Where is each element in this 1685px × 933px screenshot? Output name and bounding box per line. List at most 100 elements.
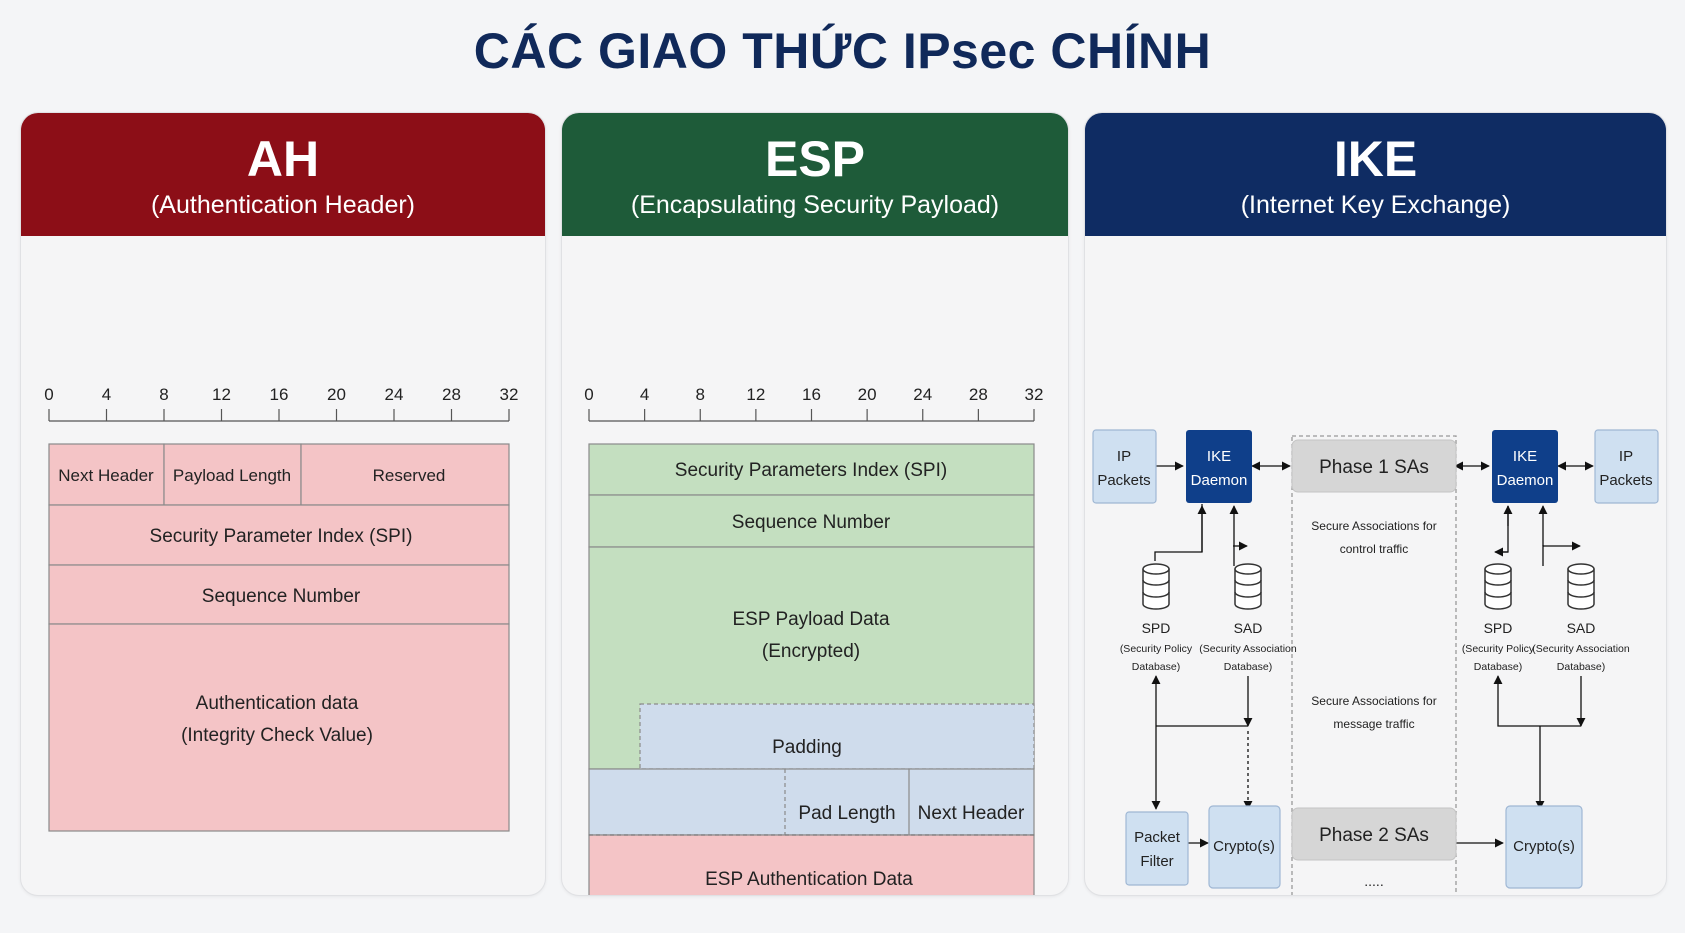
ah-next-header-label: Next Header: [58, 466, 154, 485]
esp-ruler-label: 20: [858, 385, 877, 404]
esp-pad-length-label: Pad Length: [798, 803, 895, 824]
esp-ruler-label: 12: [746, 385, 765, 404]
message-traffic-line2: message traffic: [1333, 717, 1414, 731]
ip-packets-right-line1: IP: [1619, 448, 1633, 465]
message-traffic-line1: Secure Associations for: [1311, 694, 1436, 708]
esp-spi-field: [588, 443, 1035, 496]
ah-ruler-label: 28: [442, 385, 461, 404]
ah-ruler-label: 24: [385, 385, 404, 404]
packet-filter-box: [1125, 811, 1189, 886]
ike-daemon-right-line1: IKE: [1513, 448, 1537, 465]
crypto-right-box: [1505, 805, 1583, 889]
esp-auth-label: ESP Authentication Data: [705, 869, 913, 890]
sad-left-desc2: Database): [1224, 661, 1272, 673]
sad-right-desc1: (Security Association: [1532, 643, 1630, 655]
esp-payload-label-line2: (Encrypted): [762, 641, 860, 662]
ah-sequence-field: [48, 564, 510, 625]
spd-left-desc1: (Security Policy: [1120, 643, 1193, 655]
ah-payload-length-field: [163, 443, 302, 506]
ike-connectors: [1151, 461, 1594, 848]
spd-right-desc2: Database): [1474, 661, 1522, 673]
ah-ruler-label: 4: [102, 385, 111, 404]
sad-left-database-icon: [1234, 563, 1262, 610]
spd-left-desc2: Database): [1132, 661, 1180, 673]
esp-auth-field: [588, 834, 1035, 895]
esp-trailer-row: [588, 768, 1035, 836]
ah-ruler-label: 12: [212, 385, 231, 404]
ike-daemon-left-line1: IKE: [1207, 448, 1231, 465]
control-traffic-line2: control traffic: [1340, 542, 1408, 556]
packet-filter-line1: Packet: [1134, 829, 1181, 846]
esp-ruler-label: 4: [640, 385, 649, 404]
esp-next-header-label: Next Header: [918, 803, 1025, 824]
ike-architecture-diagram: IP Packets IKE Daemon Phase 1 SAs Secure…: [1092, 429, 1659, 895]
phase2-sas-label: Phase 2 SAs: [1319, 825, 1429, 846]
page-title: CÁC GIAO THỨC IPsec CHÍNH: [473, 23, 1212, 79]
sad-right-desc2: Database): [1557, 661, 1605, 673]
esp-ruler-label: 8: [696, 385, 705, 404]
spd-left-label: SPD: [1142, 620, 1171, 636]
ike-sa-channel: [1291, 435, 1457, 895]
ah-ruler-label: 8: [159, 385, 168, 404]
ah-auth-label-line1: Authentication data: [196, 693, 359, 714]
spd-right-label: SPD: [1484, 620, 1513, 636]
ah-panel: AH (Authentication Header) 0 4 8 12 16 20 24 28…: [20, 112, 546, 896]
crypto-left-label: Crypto(s): [1213, 838, 1275, 855]
spd-right-desc1: (Security Policy: [1462, 643, 1535, 655]
phase1-sas-box: [1291, 439, 1457, 493]
sad-right-label: SAD: [1567, 620, 1596, 636]
ah-ruler-label: 32: [500, 385, 519, 404]
ike-daemon-left-box: [1186, 430, 1252, 503]
ike-title: IKE: [1333, 131, 1418, 187]
esp-payload-label-line1: ESP Payload Data: [732, 609, 889, 630]
esp-sequence-label: Sequence Number: [732, 512, 891, 533]
ah-ruler-label: 20: [327, 385, 346, 404]
ah-subtitle: (Authentication Header): [150, 191, 416, 219]
phase2-dots: .....: [1364, 873, 1383, 889]
ah-sequence-label: Sequence Number: [202, 586, 361, 607]
ah-ruler-label: 16: [270, 385, 289, 404]
phase2-sas-box: [1291, 807, 1457, 861]
ah-title: AH: [246, 131, 320, 187]
ip-packets-right-box: [1594, 429, 1659, 504]
ah-auth-label-line2: (Integrity Check Value): [181, 725, 373, 746]
ip-packets-right-line2: Packets: [1599, 472, 1652, 489]
control-traffic-line1: Secure Associations for: [1311, 519, 1436, 533]
crypto-left-box: [1208, 805, 1281, 889]
ip-packets-left-box: [1092, 429, 1157, 504]
esp-sequence-field: [588, 494, 1035, 548]
esp-ruler-label: 28: [969, 385, 988, 404]
ah-spi-field: [48, 504, 510, 566]
esp-header: ESP (Encapsulating Security Payload): [562, 113, 1068, 236]
esp-ruler-label: 24: [913, 385, 932, 404]
phase1-sas-label: Phase 1 SAs: [1319, 457, 1429, 478]
ah-reserved-label: Reserved: [373, 466, 446, 485]
ah-header: AH (Authentication Header): [21, 113, 545, 236]
ike-daemon-right-box: [1492, 430, 1558, 503]
sad-right-database-icon: [1567, 563, 1595, 610]
esp-subtitle: (Encapsulating Security Payload): [630, 191, 1000, 219]
ah-spi-label: Security Parameter Index (SPI): [150, 526, 413, 547]
esp-spi-label: Security Parameters Index (SPI): [675, 460, 947, 481]
ike-daemon-right-line2: Daemon: [1497, 472, 1554, 489]
ike-header: IKE (Internet Key Exchange): [1085, 113, 1666, 236]
spd-left-database-icon: [1142, 563, 1170, 610]
ike-daemon-left-line2: Daemon: [1191, 472, 1248, 489]
packet-filter-line2: Filter: [1140, 853, 1173, 870]
esp-padding-label: Padding: [772, 737, 842, 758]
ike-panel: IKE (Internet Key Exchange): [1084, 112, 1667, 896]
esp-ruler-label: 0: [584, 385, 593, 404]
esp-padding-field: [639, 703, 1035, 770]
ike-subtitle: (Internet Key Exchange): [1240, 191, 1511, 219]
ah-ruler-label: 0: [44, 385, 53, 404]
sad-left-label: SAD: [1234, 620, 1263, 636]
spd-right-database-icon: [1484, 563, 1512, 610]
esp-panel: ESP (Encapsulating Security Payload) 0 4 8…: [561, 112, 1069, 896]
ah-bit-ruler: 0 4 8 12 16 20 24 28 32: [44, 385, 519, 422]
crypto-right-label: Crypto(s): [1513, 838, 1575, 855]
ip-packets-left-line2: Packets: [1097, 472, 1150, 489]
sad-left-desc1: (Security Association: [1199, 643, 1297, 655]
